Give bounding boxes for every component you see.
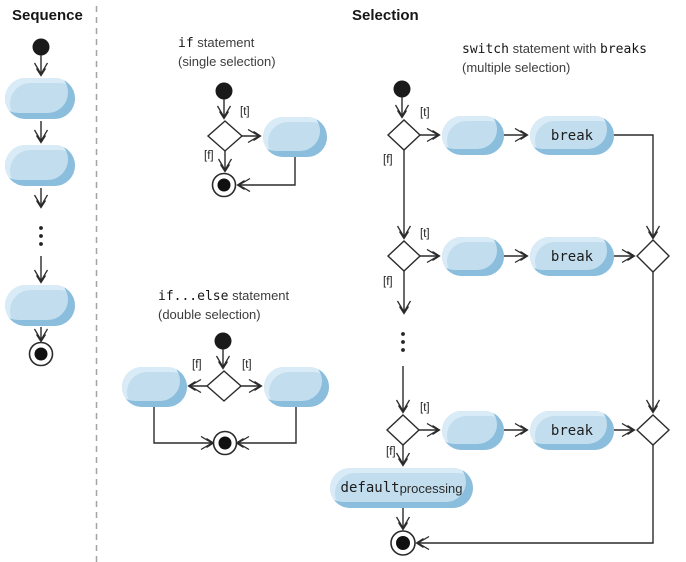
break-state: break [530, 116, 614, 155]
final-node-core [217, 178, 231, 192]
break-state: break [530, 237, 614, 276]
action-state [5, 145, 75, 186]
default-processing-state: default processing [330, 468, 473, 508]
action-state [264, 367, 329, 407]
start-node [215, 82, 233, 100]
if-else-caption-code: if...else [158, 289, 229, 304]
false-branch-label: [f] [192, 359, 202, 371]
false-branch-label: [f] [386, 446, 396, 458]
flow-connector [418, 445, 654, 543]
ellipsis-dot [401, 348, 405, 352]
if-subcaption: (single selection) [178, 54, 276, 69]
if-else-caption: if...else statement (double selection) [158, 287, 289, 324]
decision-diamond [386, 240, 422, 272]
break-state: break [530, 411, 614, 450]
true-branch-label: [t] [420, 107, 430, 119]
flow-connector [153, 407, 212, 443]
selection-header: Selection [352, 7, 419, 24]
action-state [5, 78, 75, 119]
final-node-core [218, 436, 232, 450]
switch-caption: switch statement with breaks (multiple s… [462, 40, 647, 77]
start-node [214, 332, 232, 350]
if-caption-code: if [178, 36, 194, 51]
default-label-code: default [340, 480, 400, 496]
merge-diamond [636, 239, 670, 273]
true-branch-label: [t] [240, 106, 250, 118]
switch-subcaption: (multiple selection) [462, 60, 571, 75]
action-state [442, 411, 504, 450]
default-label-text: processing [399, 480, 463, 496]
ellipsis-dot [39, 226, 43, 230]
break-label: break [550, 422, 594, 439]
action-state [5, 285, 75, 326]
if-caption: if statement (single selection) [178, 34, 276, 71]
ellipsis-dot [401, 332, 405, 336]
break-label: break [550, 248, 594, 265]
decision-diamond [205, 370, 243, 402]
if-else-subcaption: (double selection) [158, 307, 261, 322]
merge-diamond [635, 414, 671, 446]
final-node-core [34, 347, 48, 361]
flow-connector [238, 407, 297, 443]
flow-connector [239, 157, 296, 185]
if-else-caption-text: statement [228, 288, 290, 303]
action-state [442, 237, 504, 276]
decision-diamond [386, 119, 422, 151]
start-node [393, 80, 411, 98]
false-branch-label: [f] [383, 154, 393, 166]
true-branch-label: [t] [420, 228, 430, 240]
start-node [32, 38, 50, 56]
switch-caption-code-1: switch [462, 42, 509, 57]
ellipsis-dot [39, 242, 43, 246]
switch-caption-text: statement with [508, 41, 601, 56]
ellipsis-dot [401, 340, 405, 344]
action-state [263, 117, 327, 157]
true-branch-label: [t] [420, 402, 430, 414]
break-label: break [550, 127, 594, 144]
switch-caption-code-2: breaks [600, 42, 647, 57]
final-node-core [396, 536, 410, 550]
flow-connector [614, 134, 653, 237]
false-branch-label: [f] [383, 276, 393, 288]
sequence-header: Sequence [12, 7, 83, 24]
if-caption-text: statement [193, 35, 255, 50]
decision-diamond [385, 414, 421, 446]
action-state [442, 116, 504, 155]
action-state [122, 367, 187, 407]
false-branch-label: [f] [204, 150, 214, 162]
true-branch-label: [t] [242, 359, 252, 371]
ellipsis-dot [39, 234, 43, 238]
decision-diamond [206, 120, 244, 152]
